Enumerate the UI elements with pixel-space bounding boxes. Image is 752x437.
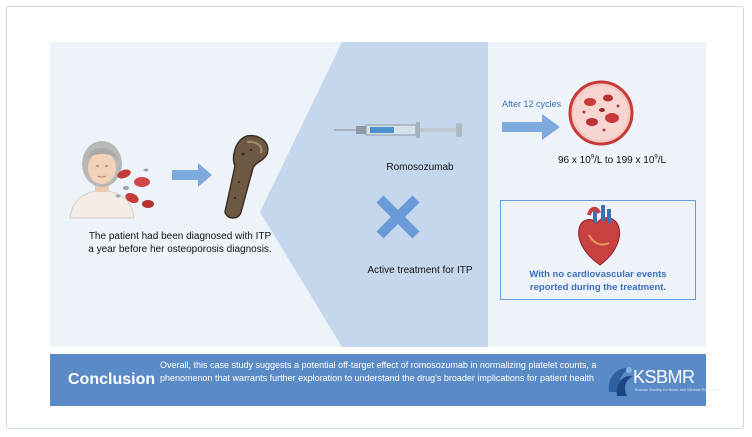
- cardiovascular-box: With no cardiovascular events reported d…: [500, 200, 696, 300]
- cardiovascular-note: With no cardiovascular events reported d…: [501, 268, 695, 294]
- count-exponent-2: 9: [654, 154, 658, 161]
- conclusion-text: Overall, this case study suggests a pote…: [160, 360, 597, 383]
- blood-smear-icon: [568, 80, 634, 146]
- count-exponent-1: 9: [590, 154, 595, 161]
- active-treatment-label: Active treatment for ITP: [367, 265, 473, 276]
- cross-icon: [376, 195, 420, 239]
- ksbmr-logo: KSBMR Korean Society for Bone and Minera…: [605, 362, 719, 398]
- femur-bone-icon: [224, 134, 269, 219]
- patient-description: The patient had been diagnosed with ITP …: [50, 230, 310, 256]
- count-middle: /L to 199 x 10: [594, 155, 655, 166]
- heart-icon: [578, 205, 621, 266]
- description-line-2: a year before her osteoporosis diagnosis…: [88, 244, 272, 255]
- description-line-1: The patient had been diagnosed with ITP: [88, 231, 272, 242]
- center-band: [260, 42, 488, 347]
- arrow-icon: [172, 163, 212, 187]
- red-blood-cells-icon: [115, 168, 154, 208]
- count-end: /L: [657, 155, 667, 166]
- ksbmr-logo-icon: [608, 367, 633, 396]
- cv-line-1: With no cardiovascular events: [529, 269, 667, 280]
- cv-line-2: reported during the treatment.: [529, 282, 667, 293]
- after-cycles-label: After 12 cycles: [502, 99, 562, 109]
- logo-text: KSBMR: [633, 367, 695, 387]
- conclusion-bar: Conclusion Overall, this case study sugg…: [50, 354, 719, 406]
- drug-label: Romosozumab: [386, 162, 454, 173]
- elderly-woman-icon: [69, 141, 135, 219]
- abstract-panel: The patient had been diagnosed with ITP …: [50, 42, 706, 347]
- platelet-count: 96 x 109/L to 199 x 109/L: [558, 155, 666, 166]
- arrow-icon: [502, 114, 560, 140]
- logo-subtext: Korean Society for Bone and Mineral Rese…: [635, 387, 719, 392]
- conclusion-title: Conclusion: [68, 371, 156, 388]
- count-start: 96 x 10: [558, 155, 591, 166]
- syringe-icon: [334, 122, 462, 138]
- outer-frame: [6, 6, 744, 429]
